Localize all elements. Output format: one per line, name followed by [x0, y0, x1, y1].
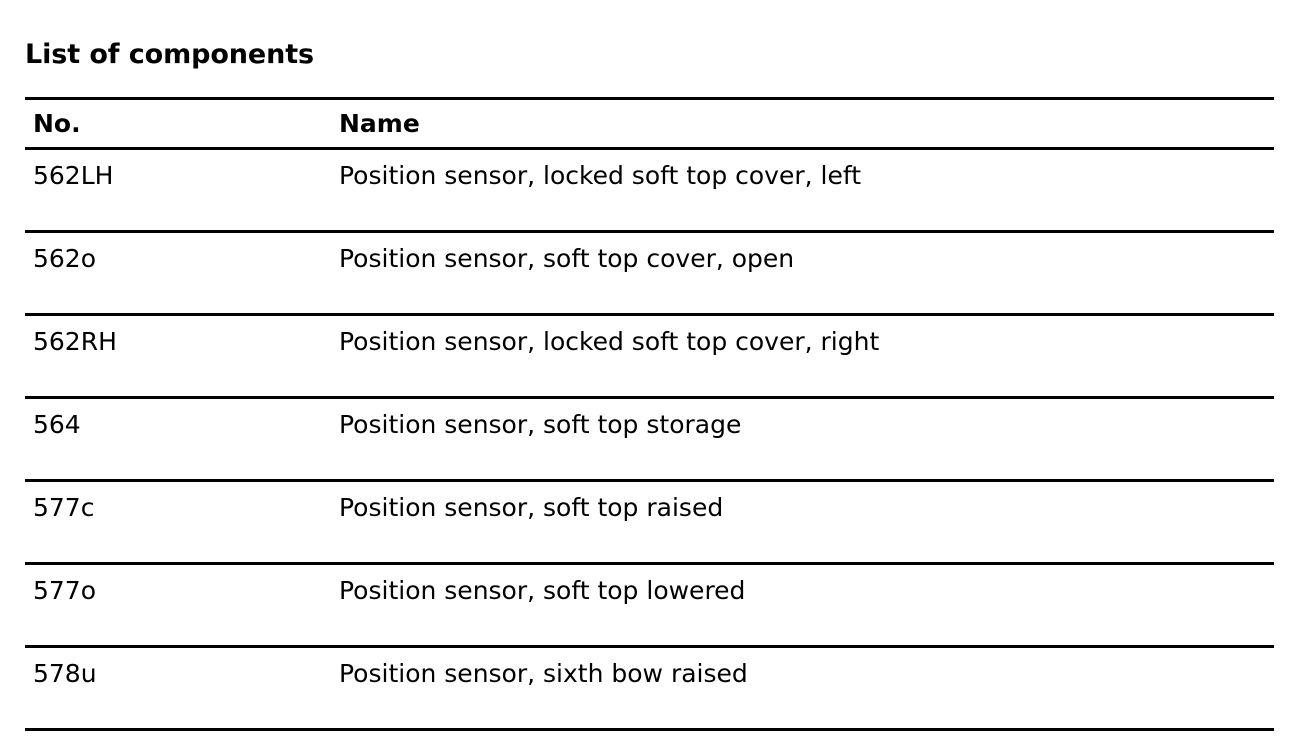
table-header: No. Name: [25, 98, 1274, 149]
cell-no: 578u: [33, 659, 97, 688]
table-row: 562RH Position sensor, locked soft top c…: [25, 315, 1274, 398]
cell-name: Position sensor, soft top lowered: [339, 576, 746, 605]
cell-name: Position sensor, soft top cover, open: [339, 244, 795, 273]
cell-no: 577o: [33, 576, 97, 605]
table-row: 577c Position sensor, soft top raised: [25, 481, 1274, 564]
column-header-name: Name: [339, 109, 420, 138]
table-row: 562LH Position sensor, locked soft top c…: [25, 149, 1274, 232]
table-row: 578u Position sensor, sixth bow raised: [25, 647, 1274, 730]
cell-name: Position sensor, locked soft top cover, …: [339, 327, 880, 356]
page-title: List of components: [25, 39, 315, 71]
cell-no: 562LH: [33, 161, 114, 190]
table-row: 577o Position sensor, soft top lowered: [25, 564, 1274, 647]
cell-name: Position sensor, locked soft top cover, …: [339, 161, 862, 190]
cell-name: Position sensor, sixth bow raised: [339, 659, 748, 688]
cell-no: 562o: [33, 244, 97, 273]
table-row: 562o Position sensor, soft top cover, op…: [25, 232, 1274, 315]
cell-no: 577c: [33, 493, 95, 522]
components-table: No. Name 562LH Position sensor, locked s…: [25, 97, 1274, 731]
cell-no: 564: [33, 410, 81, 439]
cell-name: Position sensor, soft top raised: [339, 493, 724, 522]
column-header-no: No.: [33, 109, 81, 138]
table-row: 564 Position sensor, soft top storage: [25, 398, 1274, 481]
cell-no: 562RH: [33, 327, 117, 356]
table-header-row: No. Name: [25, 98, 1274, 149]
cell-name: Position sensor, soft top storage: [339, 410, 742, 439]
table-body: 562LH Position sensor, locked soft top c…: [25, 149, 1274, 730]
